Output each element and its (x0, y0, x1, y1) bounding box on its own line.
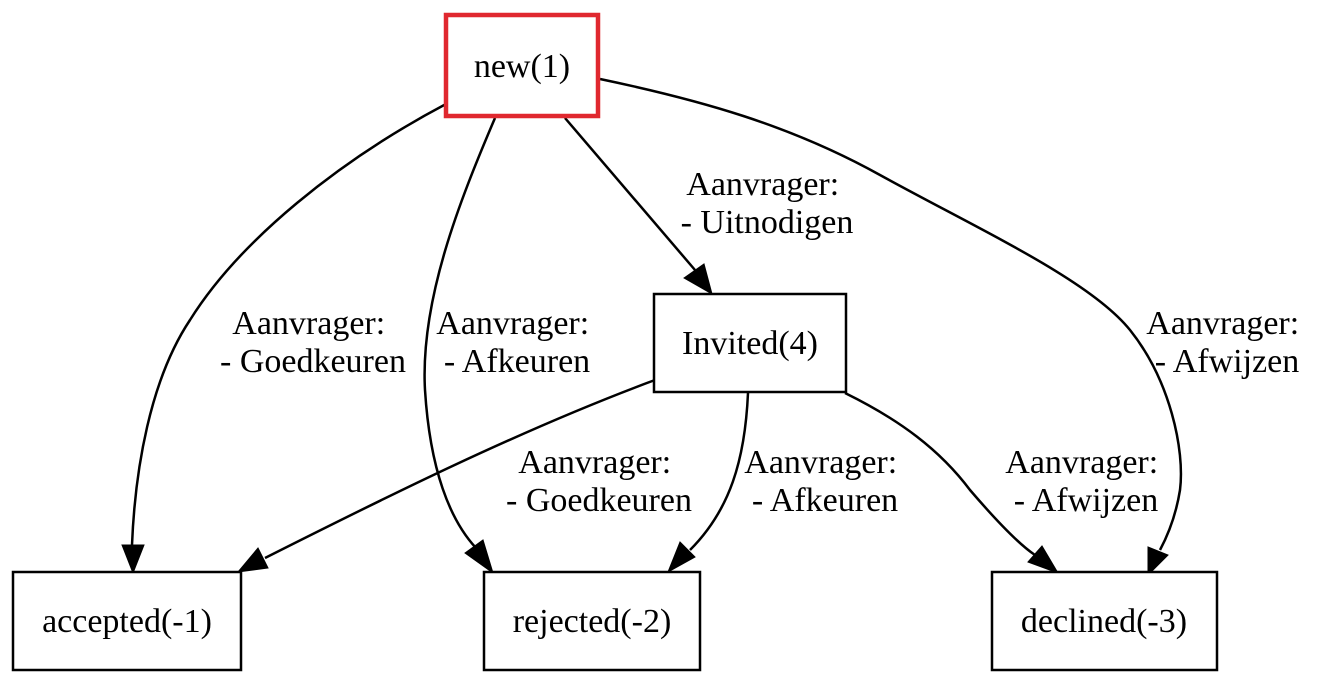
node-invited-label: Invited(4) (682, 325, 818, 362)
label-invited-rejected: Aanvrager: - Afkeuren (744, 444, 905, 519)
label-new-rejected: Aanvrager: - Afkeuren (436, 305, 597, 380)
edge-new-to-accepted (121, 102, 447, 575)
edge-new-to-rejected (423, 117, 497, 575)
edge-invited-to-rejected (667, 392, 750, 574)
node-accepted: accepted(-1) (11, 570, 243, 672)
edge-invited-to-declined (844, 391, 1060, 574)
node-new: new(1) (443, 12, 601, 119)
label-new-accepted: Aanvrager: - Goedkeuren (220, 305, 406, 380)
edge-new-to-declined (599, 77, 1183, 577)
node-new-label: new(1) (474, 48, 570, 85)
edge-invited-to-accepted (236, 378, 656, 573)
node-declined-label: declined(-3) (1021, 603, 1187, 640)
node-rejected-label: rejected(-2) (513, 603, 672, 640)
edge-new-to-invited (564, 117, 713, 296)
label-new-declined: Aanvrager: - Afwijzen (1146, 305, 1307, 380)
label-invited-accepted: Aanvrager: - Goedkeuren (506, 444, 692, 519)
label-invited-declined: Aanvrager: - Afwijzen (1005, 444, 1166, 519)
node-accepted-label: accepted(-1) (42, 603, 212, 640)
node-rejected: rejected(-2) (482, 570, 702, 672)
node-invited: Invited(4) (652, 292, 848, 394)
node-declined: declined(-3) (990, 570, 1219, 672)
label-new-invited: Aanvrager: - Uitnodigen (681, 166, 854, 241)
